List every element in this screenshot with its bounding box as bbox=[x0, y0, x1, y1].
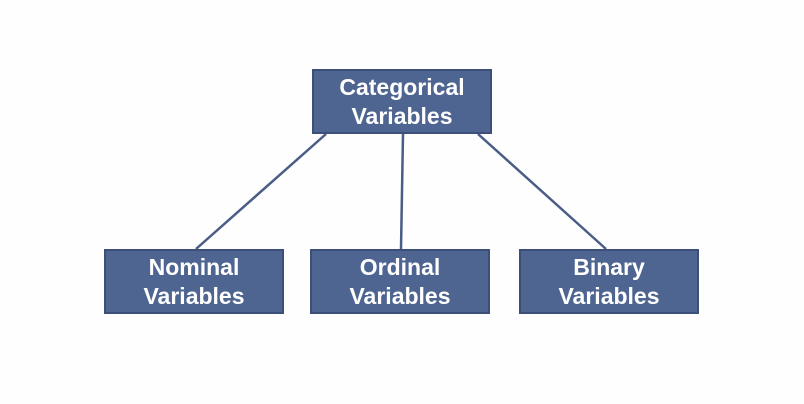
node-label-line2: Variables bbox=[349, 282, 451, 309]
node-binary-variables: Binary Variables bbox=[519, 249, 699, 314]
node-label-line1: Nominal bbox=[148, 253, 240, 280]
node-ordinal-variables: Ordinal Variables bbox=[310, 249, 490, 314]
node-categorical-variables: Categorical Variables bbox=[312, 69, 492, 134]
node-label-line1: Binary bbox=[573, 253, 645, 280]
node-label-line1: Ordinal bbox=[359, 253, 441, 280]
node-label-line1: Categorical bbox=[339, 73, 465, 100]
node-label-line2: Variables bbox=[558, 282, 660, 309]
node-label-line2: Variables bbox=[351, 102, 453, 129]
node-label-line2: Variables bbox=[143, 282, 245, 309]
connector-root-to-nominal bbox=[195, 133, 327, 250]
node-nominal-variables: Nominal Variables bbox=[104, 249, 284, 314]
connector-root-to-binary bbox=[477, 133, 607, 250]
connector-root-to-ordinal bbox=[399, 133, 405, 250]
